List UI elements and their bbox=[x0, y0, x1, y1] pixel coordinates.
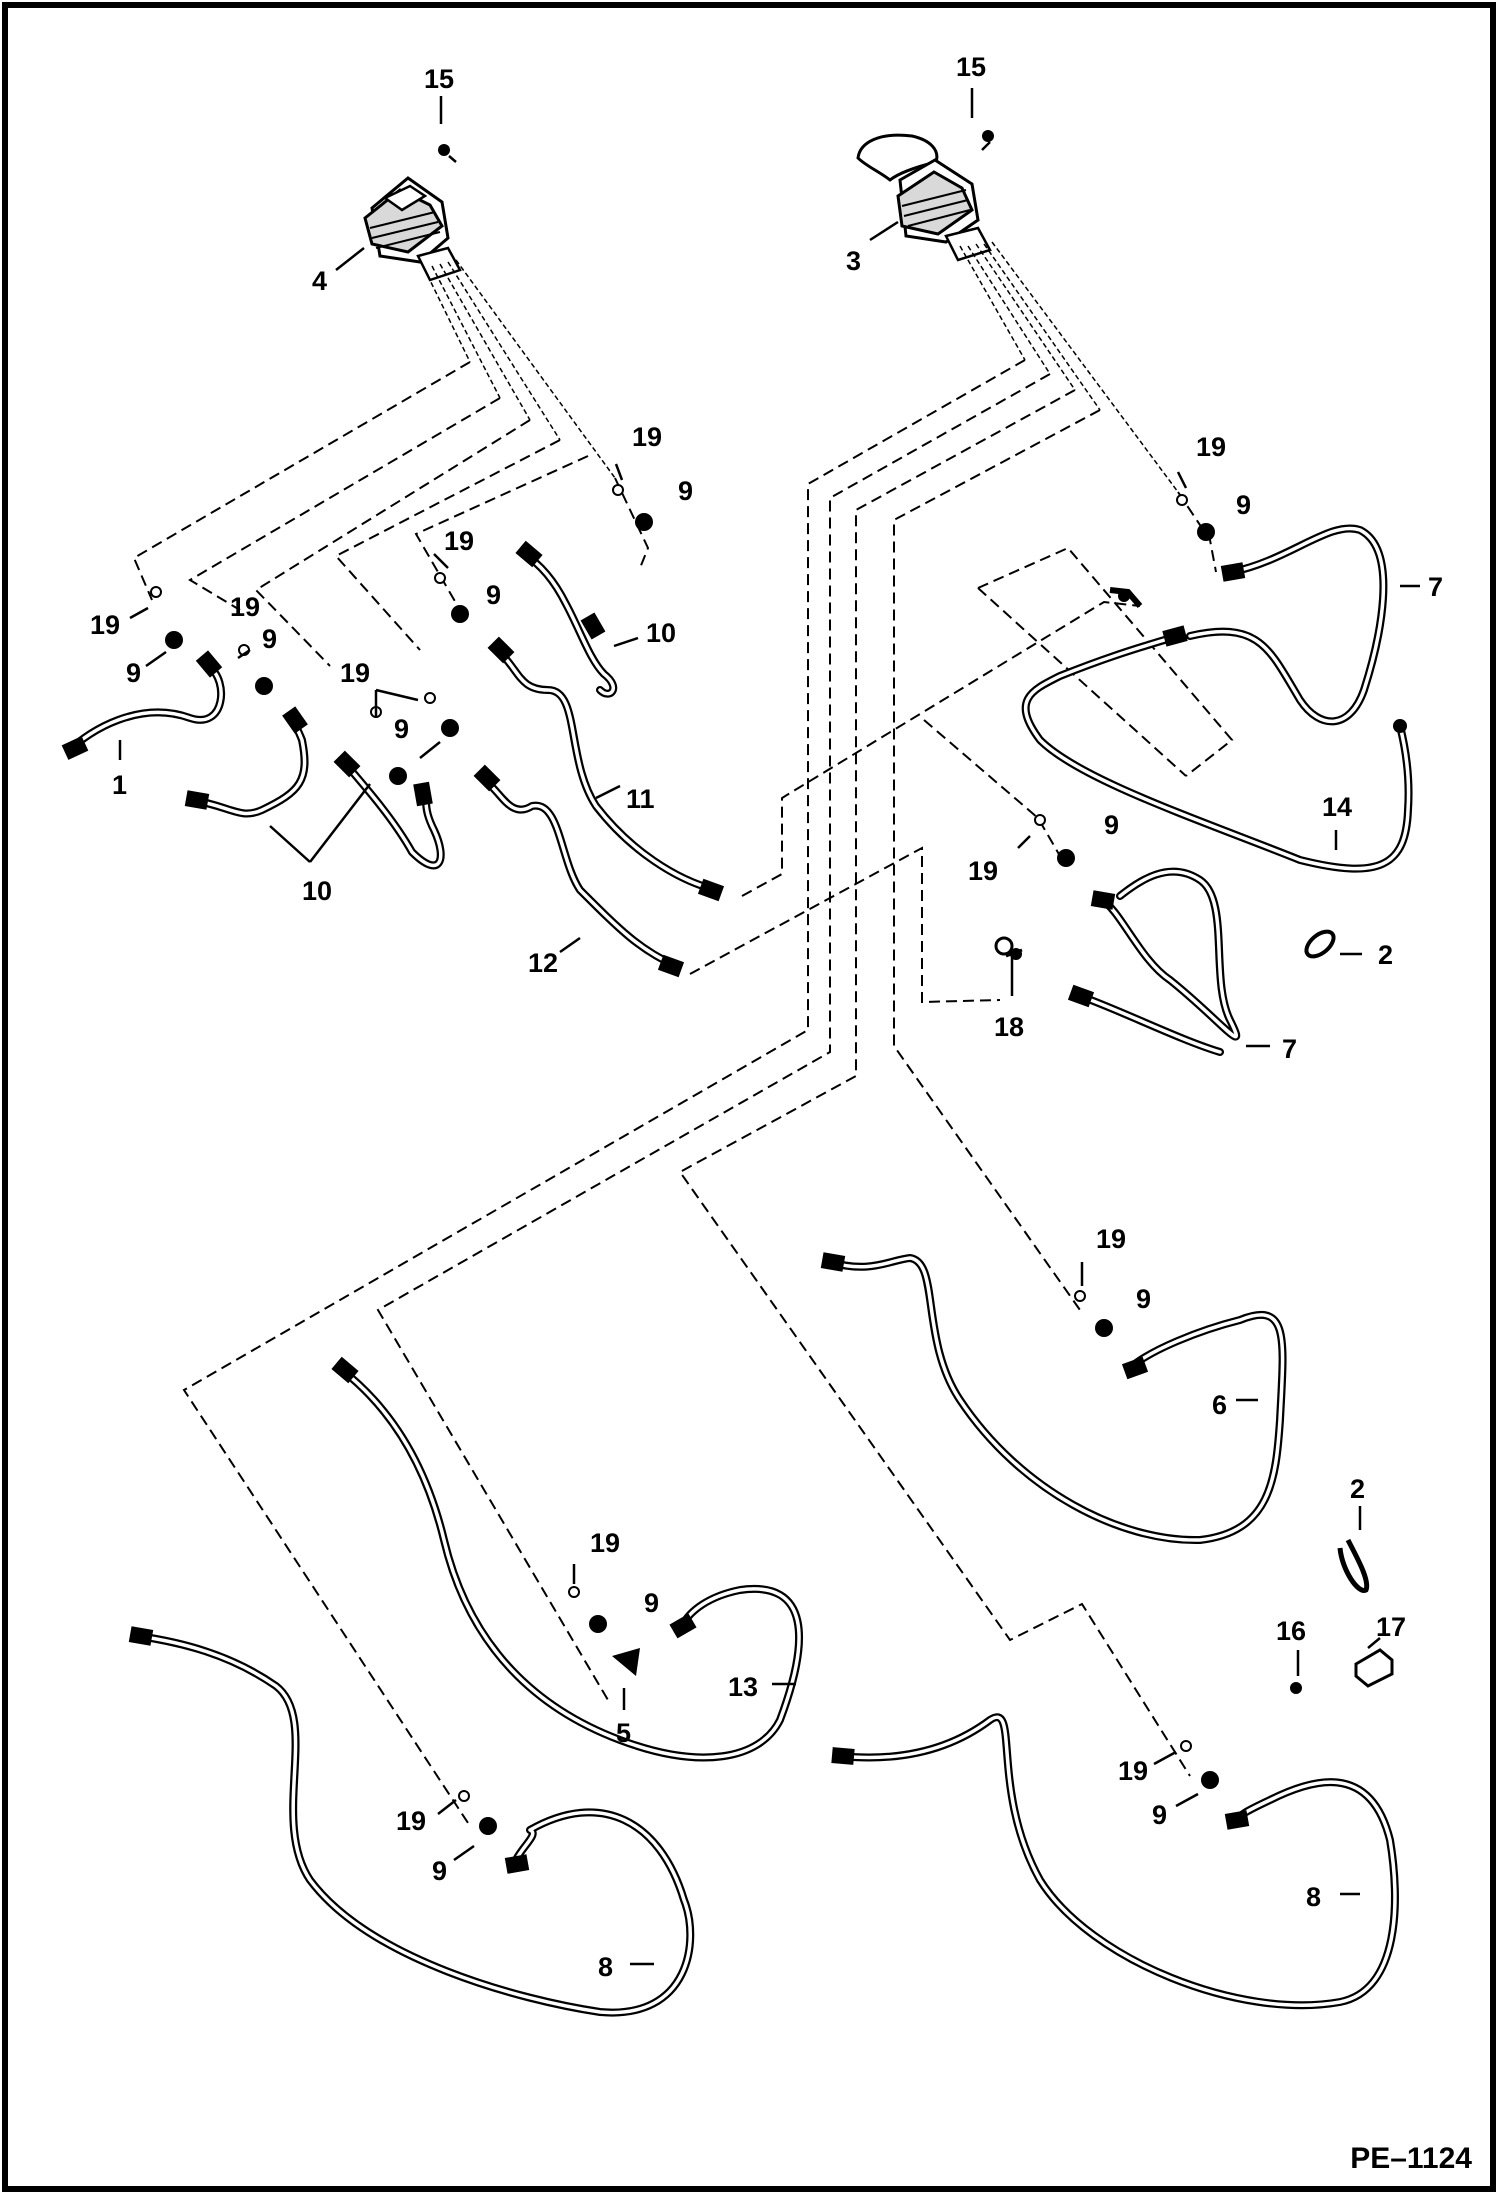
callout-9: 9 bbox=[486, 580, 501, 610]
hose-6 bbox=[820, 1252, 1287, 1545]
callout-18: 18 bbox=[994, 1012, 1024, 1042]
callout-12: 12 bbox=[528, 948, 558, 978]
hose-12 bbox=[473, 764, 685, 978]
callout-19: 19 bbox=[396, 1806, 426, 1836]
callout-14: 14 bbox=[1322, 792, 1352, 822]
callout-19: 19 bbox=[1118, 1756, 1148, 1786]
callout-3: 3 bbox=[846, 246, 861, 276]
callout-9: 9 bbox=[126, 658, 141, 688]
callout-11: 11 bbox=[626, 784, 655, 814]
drawing-number: PE–1124 bbox=[1350, 2142, 1472, 2175]
callout-10: 10 bbox=[646, 618, 676, 648]
callout-9: 9 bbox=[1104, 810, 1119, 840]
right-joystick-valve bbox=[856, 133, 992, 262]
callout-2: 2 bbox=[1350, 1474, 1365, 1504]
callout-19: 19 bbox=[1196, 432, 1226, 462]
callout-19: 19 bbox=[230, 592, 260, 622]
hose-10-upper bbox=[515, 540, 618, 698]
callout-19: 19 bbox=[1096, 1224, 1126, 1254]
screw-16 bbox=[1290, 1682, 1302, 1694]
leader-lines bbox=[118, 88, 1420, 1966]
callout-19: 19 bbox=[590, 1528, 620, 1558]
hose-13 bbox=[331, 1356, 804, 1762]
o-rings-and-fittings bbox=[150, 484, 1219, 1835]
callout-15-left: 15 bbox=[424, 64, 454, 94]
callout-9: 9 bbox=[678, 476, 693, 506]
dashed-routing-lines bbox=[132, 359, 1234, 1827]
callout-9: 9 bbox=[262, 624, 277, 654]
clamp-17 bbox=[1354, 1648, 1394, 1688]
callout-6: 6 bbox=[1212, 1390, 1227, 1420]
callout-9: 9 bbox=[644, 1588, 659, 1618]
callout-19: 19 bbox=[968, 856, 998, 886]
hose-1 bbox=[61, 650, 226, 760]
callout-8: 8 bbox=[1306, 1882, 1321, 1912]
screw-15-left bbox=[438, 144, 457, 163]
callout-9: 9 bbox=[1236, 490, 1251, 520]
screw-15-right bbox=[981, 130, 994, 151]
callout-9: 9 bbox=[394, 714, 409, 744]
callout-7: 7 bbox=[1428, 572, 1443, 602]
callout-labels: 15 15 4 3 19 9 19 9 19 9 19 9 19 9 19 9 … bbox=[90, 52, 1443, 1982]
tie-strap-2-upper bbox=[1304, 929, 1336, 959]
hose-14 bbox=[1021, 587, 1413, 873]
tee-fitting-5 bbox=[612, 1648, 640, 1676]
left-valve-port-lines bbox=[423, 259, 616, 479]
fitting-18 bbox=[994, 936, 1023, 960]
callout-15-right: 15 bbox=[956, 52, 986, 82]
callout-5: 5 bbox=[616, 1718, 631, 1748]
callout-17: 17 bbox=[1376, 1612, 1406, 1642]
left-joystick-valve bbox=[363, 176, 462, 282]
callout-4: 4 bbox=[312, 266, 327, 296]
hose-7-upper bbox=[1186, 524, 1388, 726]
callout-19: 19 bbox=[90, 610, 120, 640]
callout-10: 10 bbox=[302, 876, 332, 906]
callout-9: 9 bbox=[1152, 1800, 1167, 1830]
callout-9: 9 bbox=[432, 1856, 447, 1886]
callout-19: 19 bbox=[444, 526, 474, 556]
hose-10-left bbox=[184, 706, 309, 818]
callout-2: 2 bbox=[1378, 940, 1393, 970]
hose-10-middle bbox=[333, 750, 445, 870]
callout-7: 7 bbox=[1282, 1034, 1297, 1064]
hose-8-left bbox=[128, 1626, 695, 2017]
callout-1: 1 bbox=[112, 770, 127, 800]
callout-19: 19 bbox=[632, 422, 662, 452]
hose-7-lower bbox=[1067, 867, 1241, 1056]
hose-8-right bbox=[831, 1713, 1399, 2010]
callout-16: 16 bbox=[1276, 1616, 1306, 1646]
right-valve-port-lines bbox=[959, 241, 1179, 493]
callout-13: 13 bbox=[728, 1672, 758, 1702]
hose-11 bbox=[487, 636, 725, 902]
tie-strap-2-lower bbox=[1337, 1538, 1370, 1593]
callout-19: 19 bbox=[340, 658, 370, 688]
callout-9: 9 bbox=[1136, 1284, 1151, 1314]
callout-8: 8 bbox=[598, 1952, 613, 1982]
